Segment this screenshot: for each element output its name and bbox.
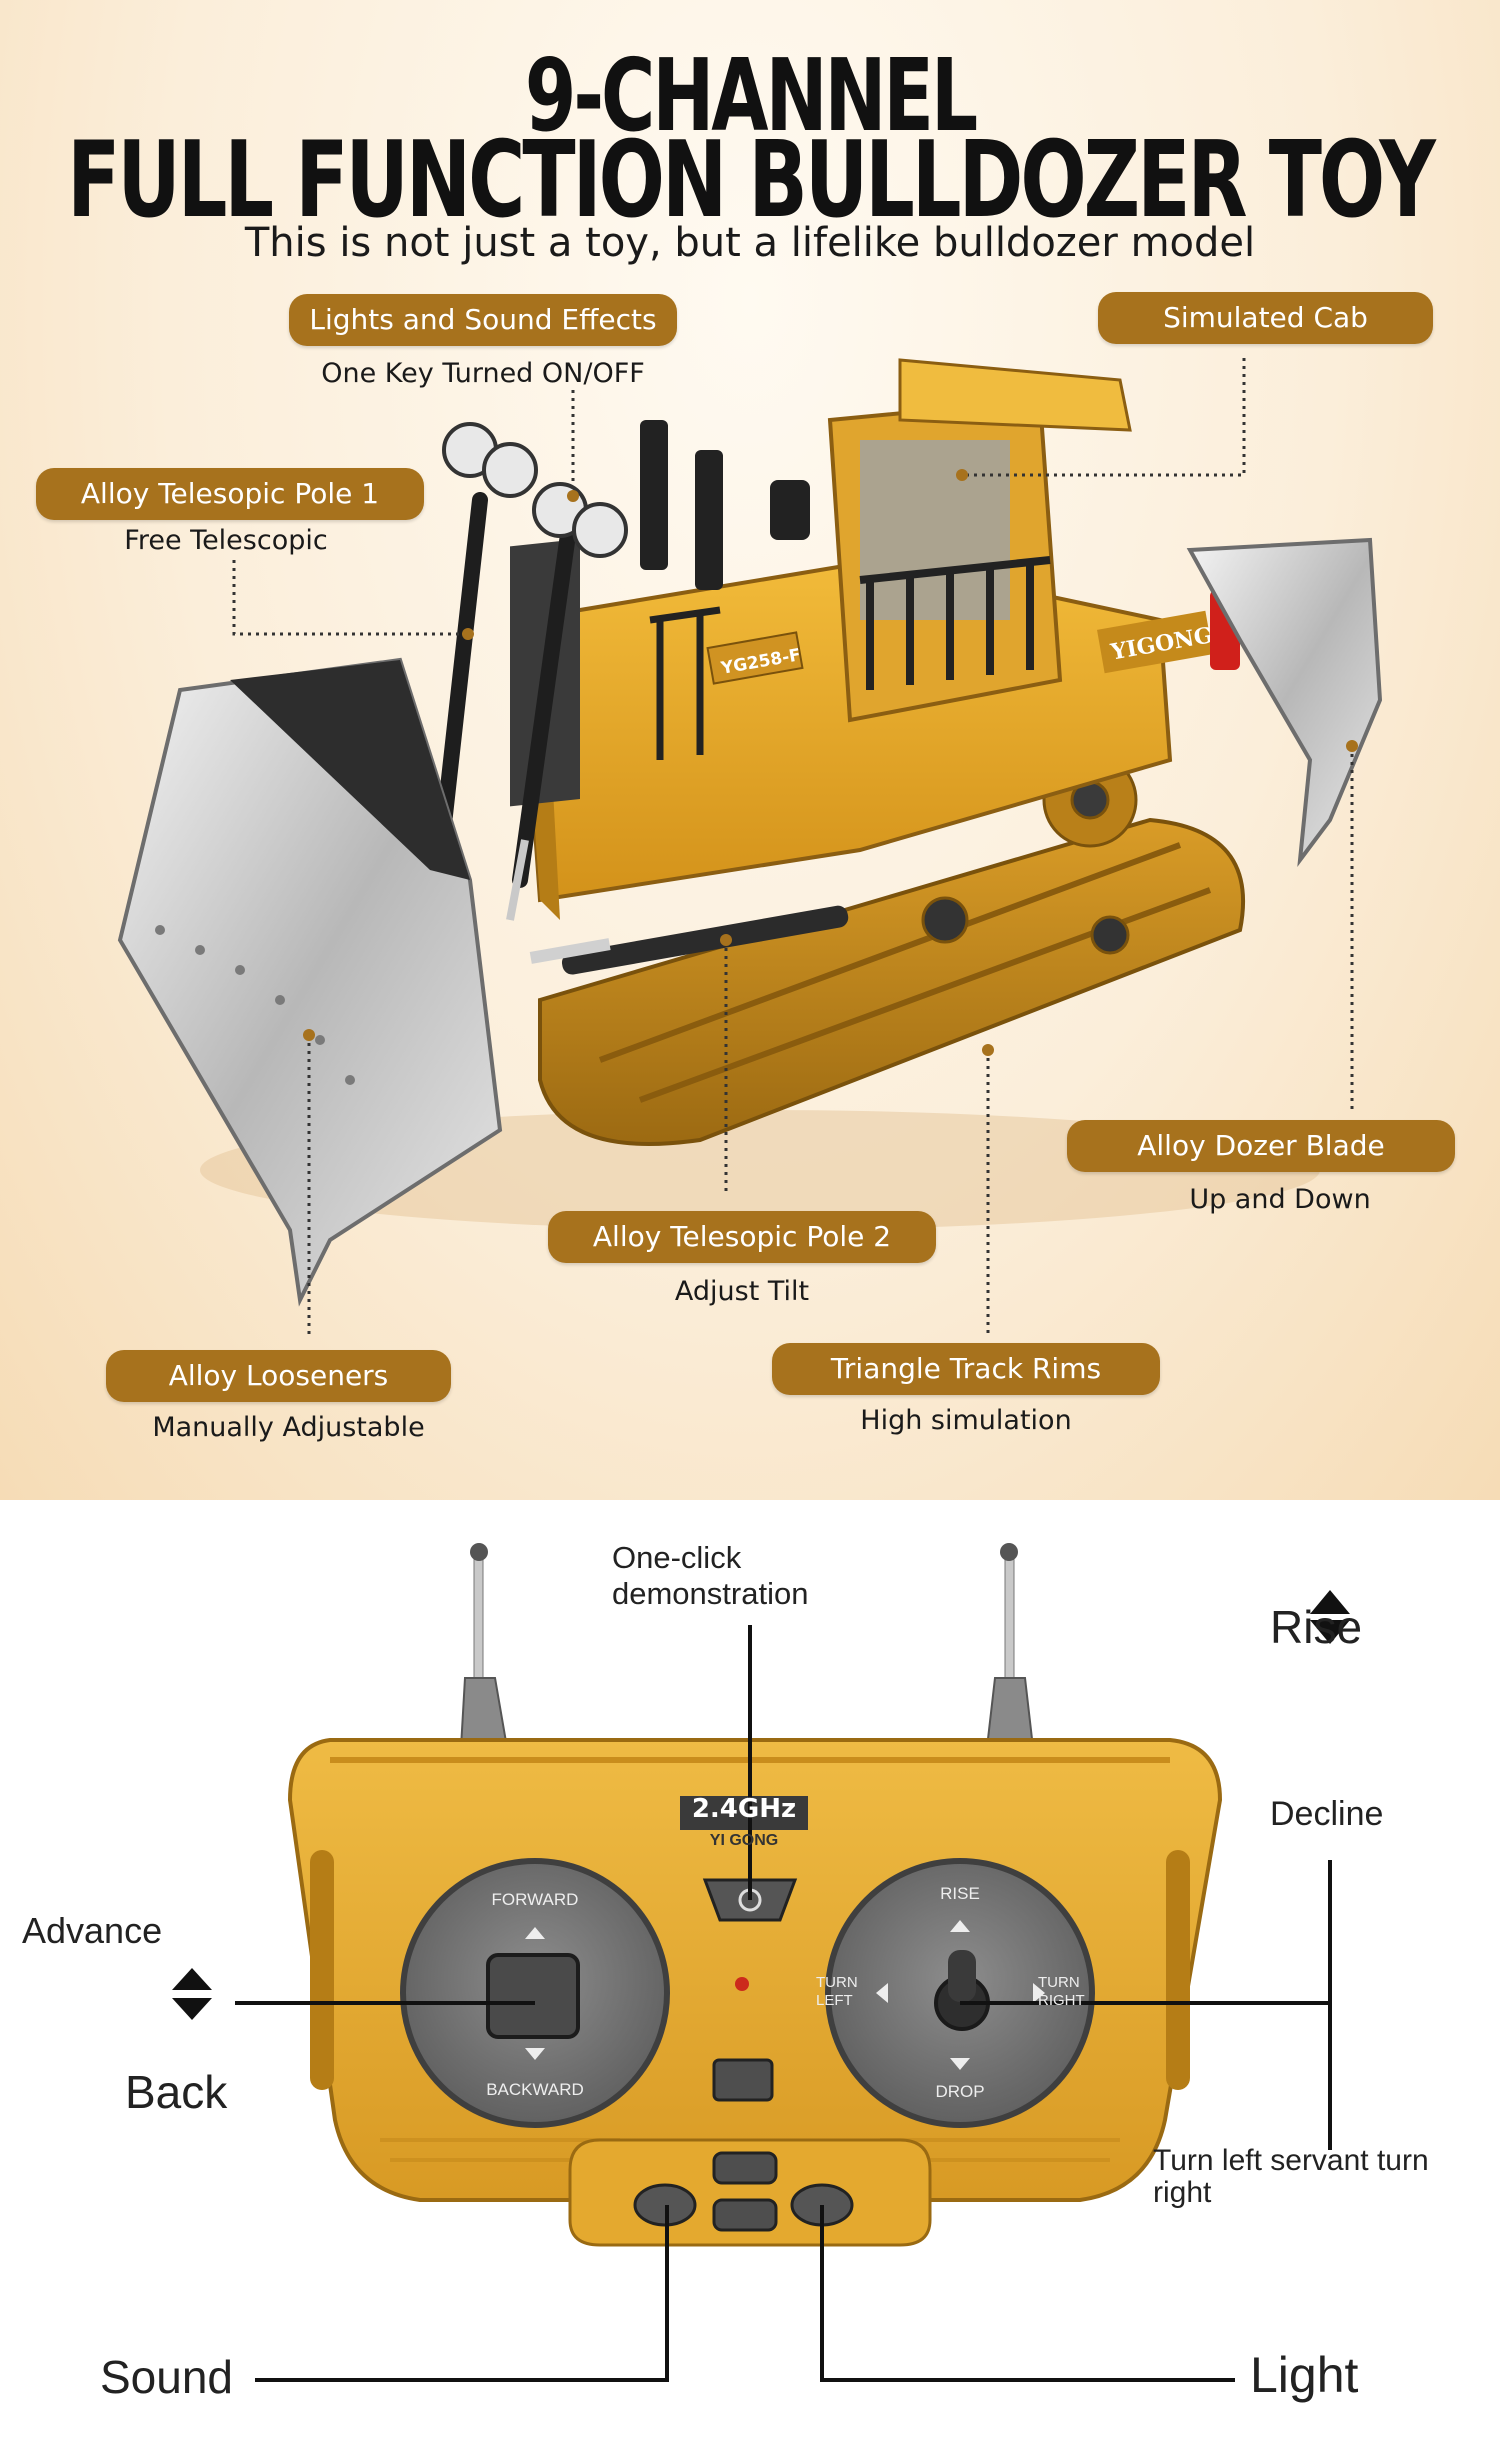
feature-dozer-blade: Alloy Dozer Blade bbox=[1067, 1120, 1455, 1172]
callout-leaders bbox=[232, 358, 1358, 1336]
advance-back-arrows bbox=[172, 1968, 212, 2020]
title-line-2: FULL FUNCTION BULLDOZER TOY bbox=[67, 120, 1436, 242]
left-stick-up-label: FORWARD bbox=[491, 1890, 579, 1909]
feature-telescopic-pole-1-desc: Free Telescopic bbox=[124, 525, 328, 556]
freq-label: 2.4GHz bbox=[691, 1794, 797, 1824]
feature-looseners: Alloy Looseners bbox=[106, 1350, 451, 1402]
right-stick-left-label: TURN LEFT bbox=[816, 1974, 858, 2009]
title-line-1: 9-CHANNEL bbox=[524, 38, 978, 155]
remote-controller bbox=[172, 1543, 1350, 2382]
rear-ripper bbox=[1186, 537, 1383, 867]
right-stick-down-label: DROP bbox=[935, 2082, 985, 2101]
demo-callout: One-click demonstration bbox=[612, 1540, 809, 1611]
light-callout: Light bbox=[1250, 2347, 1359, 2403]
right-stick-right-label: TURN RIGHT bbox=[1038, 1974, 1085, 2009]
right-stick-up-label: RISE bbox=[940, 1884, 980, 1903]
feature-simulated-cab: Simulated Cab bbox=[1098, 292, 1433, 344]
brand-label: YI GONG bbox=[709, 1832, 779, 1849]
feature-lights-sound-desc: One Key Turned ON/OFF bbox=[321, 358, 645, 389]
rise-callout: Rise bbox=[1270, 1601, 1363, 1653]
antenna-right bbox=[983, 1543, 1037, 1766]
decline-callout: Decline bbox=[1270, 1795, 1384, 1833]
feature-telescopic-pole-2-desc: Adjust Tilt bbox=[674, 1276, 810, 1307]
left-stick bbox=[486, 1953, 580, 2039]
remote-section: 2.4GHz YI GONG FORWARD BACKWARD RISE DRO… bbox=[0, 1500, 1500, 2438]
antenna-left bbox=[458, 1543, 512, 1766]
back-callout: Back bbox=[125, 2066, 228, 2118]
feature-section: 9-CHANNEL FULL FUNCTION BULLDOZER TOY Th… bbox=[0, 0, 1500, 1500]
sound-callout: Sound bbox=[100, 2351, 234, 2403]
feature-track-rims-desc: High simulation bbox=[860, 1405, 1072, 1436]
subtitle: This is not just a toy, but a lifelike b… bbox=[244, 220, 1256, 266]
feature-lights-sound: Lights and Sound Effects bbox=[289, 294, 677, 346]
crawler-track bbox=[538, 817, 1246, 1146]
rise-decline-arrows bbox=[1310, 1590, 1350, 1644]
feature-dozer-blade-desc: Up and Down bbox=[1189, 1184, 1371, 1215]
turn-callout: Turn left servant turn right bbox=[1153, 2144, 1429, 2209]
feature-telescopic-pole-1: Alloy Telesopic Pole 1 bbox=[36, 468, 424, 520]
feature-telescopic-pole-2: Alloy Telesopic Pole 2 bbox=[548, 1211, 936, 1263]
feature-track-rims: Triangle Track Rims bbox=[772, 1343, 1160, 1395]
bulldozer-illustration: YG258-F YIGONG bbox=[117, 358, 1383, 1307]
left-stick-down-label: BACKWARD bbox=[486, 2080, 584, 2099]
tilt-cylinder bbox=[561, 905, 849, 975]
advance-callout: Advance bbox=[22, 1910, 163, 1951]
feature-looseners-desc: Manually Adjustable bbox=[152, 1412, 425, 1443]
